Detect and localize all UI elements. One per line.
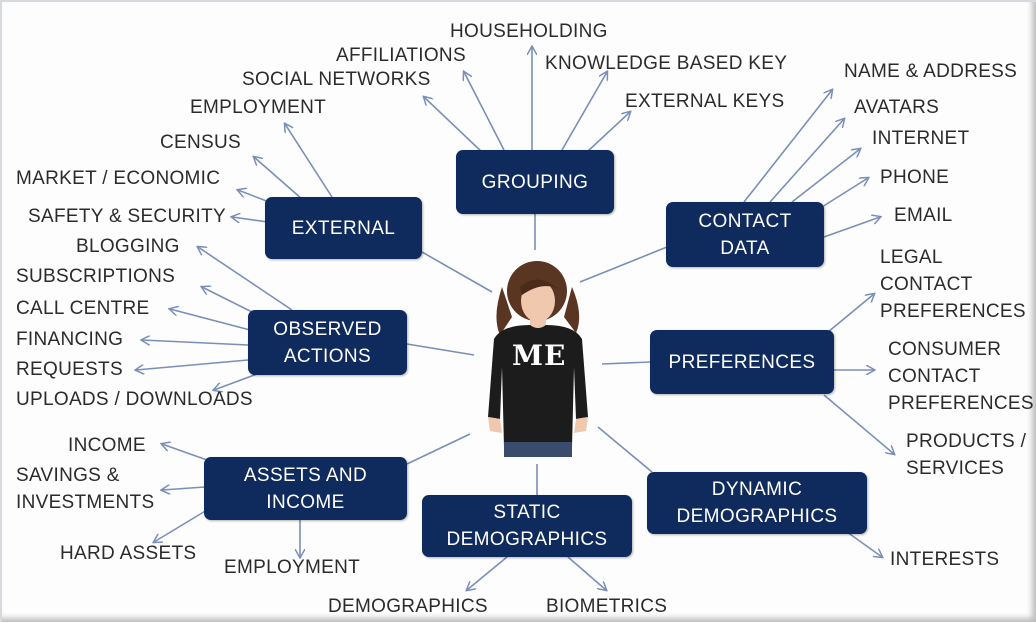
label-blogging: BLOGGING (76, 236, 180, 257)
label-hard-assets: HARD ASSETS (60, 543, 197, 564)
label-email: EMAIL (894, 205, 953, 226)
label-financing: FINANCING (16, 329, 124, 350)
hub-assets-and-income: ASSETS AND INCOME (204, 457, 407, 520)
hub-preferences: PREFERENCES (650, 330, 834, 394)
label-uploads-downloads: UPLOADS / DOWNLOADS (16, 389, 253, 410)
hub-observed-actions: OBSERVED ACTIONS (248, 310, 407, 375)
label-affiliations: AFFILIATIONS (336, 45, 466, 66)
label-phone: PHONE (880, 167, 950, 188)
label-subscriptions: SUBSCRIPTIONS (16, 266, 176, 287)
label-employment-assets: EMPLOYMENT (224, 557, 361, 578)
hub-dynamic-demographics: DYNAMIC DEMOGRAPHICS (647, 472, 867, 534)
label-avatars: AVATARS (854, 97, 940, 118)
hub-external: EXTERNAL (265, 197, 422, 259)
hub-static-demographics: STATIC DEMOGRAPHICS (422, 495, 632, 557)
label-social-networks: SOCIAL NETWORKS (242, 69, 431, 90)
label-call-centre: CALL CENTRE (16, 298, 150, 319)
hub-contact-data: CONTACT DATA (666, 202, 824, 267)
label-name-address: NAME & ADDRESS (844, 61, 1018, 82)
label-safety-security: SAFETY & SECURITY (28, 206, 226, 227)
label-householding: HOUSEHOLDING (450, 21, 608, 42)
label-income: INCOME (68, 435, 146, 456)
hub-grouping: GROUPING (456, 150, 614, 214)
label-knowledge-based-key: KNOWLEDGE BASED KEY (545, 53, 788, 74)
label-employment-external: EMPLOYMENT (190, 97, 327, 118)
label-biometrics: BIOMETRICS (546, 596, 668, 617)
label-savings-investments: SAVINGS & INVESTMENTS (16, 465, 155, 513)
label-interests: INTERESTS (890, 549, 1000, 570)
label-legal-contact-preferences: LEGAL CONTACT PREFERENCES (880, 247, 1026, 322)
label-census: CENSUS (160, 132, 241, 153)
label-consumer-contact-preferences: CONSUMER CONTACT PREFERENCES (888, 339, 1034, 414)
center-me-label: ME (512, 339, 567, 372)
label-external-keys: EXTERNAL KEYS (625, 91, 785, 112)
label-market-economic: MARKET / ECONOMIC (16, 168, 221, 189)
person-illustration (488, 261, 588, 457)
label-requests: REQUESTS (16, 359, 123, 380)
label-internet: INTERNET (872, 128, 970, 149)
label-products-services: PRODUCTS / SERVICES (906, 431, 1027, 479)
label-demographics: DEMOGRAPHICS (328, 596, 488, 617)
